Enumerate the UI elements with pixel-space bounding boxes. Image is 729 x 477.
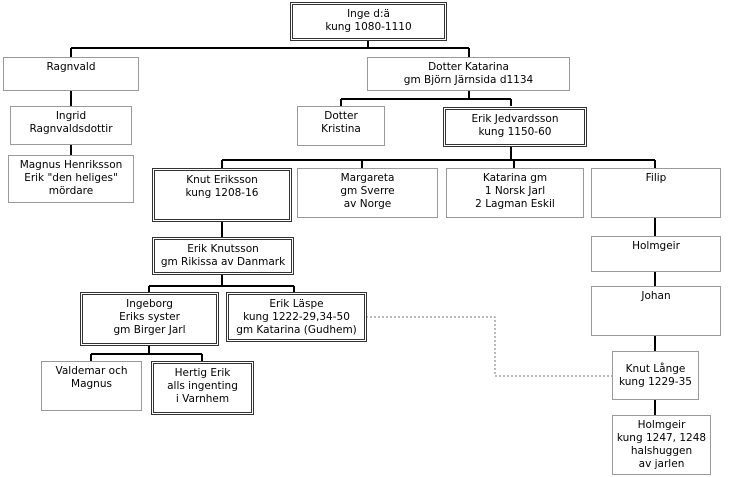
margareta-line: gm Sverre bbox=[340, 185, 395, 197]
connector-line bbox=[221, 147, 656, 168]
johan-node: Johan bbox=[591, 286, 721, 336]
hertig-erik-line: i Varnhem bbox=[175, 393, 230, 405]
erik-knutsson-node: Erik Knutsson gm Rikissa av Danmark bbox=[152, 237, 294, 275]
hertig-erik-node: Hertig Erik alls ingenting i Varnhem bbox=[151, 361, 254, 415]
erik-laspe-line: gm Katarina (Gudhem) bbox=[236, 324, 357, 336]
katarina-gm-line: 2 Lagman Eskil bbox=[475, 198, 555, 210]
knut-lange-node: Knut Långe kung 1229-35 bbox=[612, 351, 699, 400]
knut-lange-line: kung 1229-35 bbox=[619, 375, 692, 388]
inge-node: Inge d:ä kung 1080-1110 bbox=[290, 2, 447, 41]
ragnvald-line: Ragnvald bbox=[46, 61, 96, 73]
ingrid-line: Ragnvaldsdottir bbox=[29, 123, 113, 135]
katarina-gm-node: Katarina gm 1 Norsk Jarl 2 Lagman Eskil bbox=[446, 168, 584, 218]
holmgeir-line: Holmgeir bbox=[632, 240, 680, 252]
katarina-gm-line: Katarina gm bbox=[482, 172, 548, 184]
katarina-gm-line: 1 Norsk Jarl bbox=[484, 185, 546, 197]
erik-knutsson-line: gm Rikissa av Danmark bbox=[160, 256, 286, 268]
margareta-line: av Norge bbox=[343, 198, 392, 210]
erik-jedvardsson-line: kung 1150-60 bbox=[478, 126, 552, 138]
kristina-line: Dotter bbox=[324, 110, 358, 122]
holmgeir-king-line: Holmgeir bbox=[637, 419, 686, 431]
kristina-node: Dotter Kristina bbox=[297, 106, 385, 146]
katarina-daughter-line: gm Björn Järnsida d1134 bbox=[403, 74, 534, 86]
magnus-henriksson-line: Magnus Henriksson bbox=[19, 159, 123, 171]
inge-line: kung 1080-1110 bbox=[325, 21, 412, 33]
ingrid-node: Ingrid Ragnvaldsdottir bbox=[10, 106, 132, 145]
hertig-erik-line: alls ingenting bbox=[167, 380, 238, 392]
erik-jedvardsson-line: Erik Jedvardsson bbox=[471, 113, 559, 125]
valdemar-magnus-line: Valdemar och bbox=[55, 365, 128, 377]
ingeborg-node: Ingeborg Eriks syster gm Birger Jarl bbox=[80, 292, 219, 346]
knut-eriksson-line: Knut Eriksson bbox=[186, 174, 258, 186]
magnus-henriksson-node: Magnus Henriksson Erik "den heliges" mör… bbox=[8, 155, 134, 203]
kristina-line: Kristina bbox=[321, 123, 361, 135]
holmgeir-node: Holmgeir bbox=[591, 236, 721, 272]
filip-line: Filip bbox=[645, 172, 667, 184]
valdemar-magnus-node: Valdemar och Magnus bbox=[41, 361, 142, 411]
erik-laspe-node: Erik Läspe kung 1222-29,34-50 gm Katarin… bbox=[226, 292, 367, 342]
holmgeir-king-line: av jarlen bbox=[638, 458, 685, 470]
holmgeir-king-line: kung 1247, 1248 bbox=[616, 432, 707, 444]
dotted-connector-line bbox=[366, 316, 612, 377]
margareta-node: Margareta gm Sverre av Norge bbox=[297, 168, 438, 218]
ragnvald-node: Ragnvald bbox=[3, 57, 139, 91]
ingrid-line: Ingrid bbox=[55, 110, 87, 122]
holmgeir-king-line: halshuggen bbox=[630, 445, 693, 457]
connector-line bbox=[90, 346, 203, 361]
erik-knutsson-line: Erik Knutsson bbox=[187, 243, 259, 255]
filip-node: Filip bbox=[591, 168, 721, 218]
johan-line: Johan bbox=[641, 290, 671, 302]
katarina-daughter-line: Dotter Katarina bbox=[428, 61, 509, 73]
margareta-line: Margareta bbox=[340, 172, 395, 184]
inge-line: Inge d:ä bbox=[347, 8, 390, 20]
erik-laspe-line: Erik Läspe bbox=[269, 298, 324, 310]
erik-jedvardsson-node: Erik Jedvardsson kung 1150-60 bbox=[443, 107, 587, 147]
connector-line bbox=[340, 91, 512, 106]
katarina-daughter-node: Dotter Katarina gm Björn Järnsida d1134 bbox=[367, 57, 570, 91]
erik-laspe-line: kung 1222-29,34-50 bbox=[243, 311, 350, 323]
ingeborg-line: gm Birger Jarl bbox=[113, 324, 186, 336]
ingeborg-line: Ingeborg bbox=[126, 298, 173, 310]
knut-eriksson-node: Knut Eriksson kung 1208-16 bbox=[152, 168, 292, 222]
ingeborg-line: Eriks syster bbox=[119, 311, 180, 323]
valdemar-magnus-line: Magnus bbox=[71, 378, 112, 390]
magnus-henriksson-line: Erik "den heliges" bbox=[24, 172, 118, 184]
connector-line bbox=[148, 275, 295, 292]
knut-lange-line: Knut Långe bbox=[625, 362, 686, 375]
magnus-henriksson-line: mördare bbox=[48, 185, 94, 197]
knut-eriksson-line: kung 1208-16 bbox=[185, 187, 259, 199]
connector-line bbox=[70, 40, 470, 57]
hertig-erik-line: Hertig Erik bbox=[174, 367, 231, 379]
holmgeir-king-node: Holmgeir kung 1247, 1248 halshuggen av j… bbox=[612, 415, 711, 475]
